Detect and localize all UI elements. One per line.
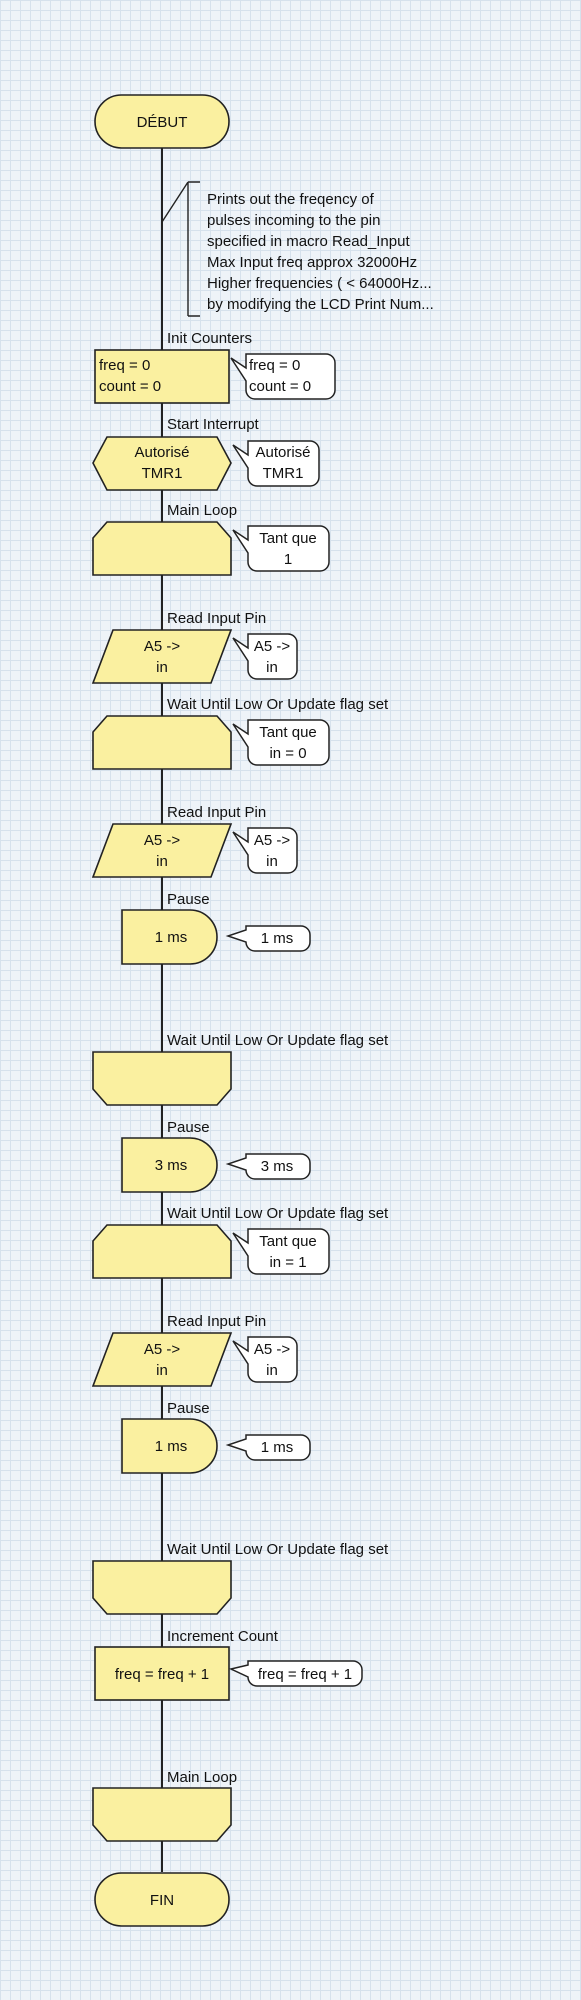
callout-start-interrupt: Autorisé TMR1 xyxy=(232,440,320,487)
input-block[interactable]: A5 -> in xyxy=(91,823,233,878)
comment-line: Max Input freq approx 32000Hz xyxy=(207,254,417,271)
loop-end-block[interactable] xyxy=(92,1051,232,1106)
loop-end-block[interactable] xyxy=(92,1560,232,1615)
step-title-pause: Pause xyxy=(167,1400,210,1417)
callout-line: 1 ms xyxy=(261,930,294,947)
block-line: A5 -> xyxy=(144,638,181,655)
comment-line: Prints out the freqency of xyxy=(207,191,375,208)
input-block[interactable]: A5 -> in xyxy=(91,1332,233,1387)
end-terminal[interactable]: FIN xyxy=(94,1872,230,1927)
callout-pause: 1 ms xyxy=(225,1434,311,1461)
calculation-block-init-counters[interactable]: freq = 0 count = 0 xyxy=(94,349,230,404)
block-line: in xyxy=(156,1362,168,1379)
callout-line: TMR1 xyxy=(263,465,304,482)
program-comment: Prints out the freqency of pulses incomi… xyxy=(161,181,434,317)
block-line: 3 ms xyxy=(155,1157,188,1174)
step-title-pause: Pause xyxy=(167,1119,210,1136)
step-title-read-input-pin: Read Input Pin xyxy=(167,1313,266,1330)
block-line: 1 ms xyxy=(155,1438,188,1455)
block-line: A5 -> xyxy=(144,1341,181,1358)
callout-pause: 3 ms xyxy=(225,1153,311,1180)
loop-end-block[interactable] xyxy=(92,1787,232,1842)
comment-line: Higher frequencies ( < 64000Hz... xyxy=(207,275,432,292)
block-line: in xyxy=(156,853,168,870)
loop-start-block[interactable] xyxy=(92,1224,232,1279)
callout-wait-until-low: Tant que in = 0 xyxy=(232,719,330,766)
block-line: in xyxy=(156,659,168,676)
callout-line: 1 ms xyxy=(261,1439,294,1456)
step-title-increment-count: Increment Count xyxy=(167,1628,279,1645)
callout-line: Tant que xyxy=(259,1233,317,1250)
block-line: freq = 0 xyxy=(99,357,150,374)
callout-line: in xyxy=(266,659,278,676)
callout-line: freq = 0 xyxy=(249,357,300,374)
callout-line: Tant que xyxy=(259,530,317,547)
callout-increment-count: freq = freq + 1 xyxy=(228,1660,363,1687)
delay-block[interactable]: 1 ms xyxy=(121,1418,218,1474)
comment-line: by modifying the LCD Print Num... xyxy=(207,296,434,313)
block-line: Autorisé xyxy=(134,444,189,461)
block-line: A5 -> xyxy=(144,832,181,849)
step-title-wait-until-low: Wait Until Low Or Update flag set xyxy=(167,1032,389,1049)
callout-main-loop: Tant que 1 xyxy=(232,525,330,572)
delay-block[interactable]: 3 ms xyxy=(121,1137,218,1193)
start-terminal[interactable]: DÉBUT xyxy=(94,94,230,149)
callout-wait-until-low: Tant que in = 1 xyxy=(232,1228,330,1275)
delay-block[interactable]: 1 ms xyxy=(121,909,218,965)
block-line: 1 ms xyxy=(155,929,188,946)
block-line: count = 0 xyxy=(99,378,161,395)
step-title-init-counters: Init Counters xyxy=(167,330,252,347)
block-line: TMR1 xyxy=(142,465,183,482)
loop-start-block[interactable] xyxy=(92,715,232,770)
step-title-main-loop: Main Loop xyxy=(167,502,237,519)
callout-line: in = 0 xyxy=(269,745,306,762)
callout-line: freq = freq + 1 xyxy=(258,1666,352,1683)
end-label: FIN xyxy=(150,1892,174,1909)
step-title-main-loop: Main Loop xyxy=(167,1769,237,1786)
callout-read-input-pin: A5 -> in xyxy=(232,827,298,874)
callout-init-counters: freq = 0 count = 0 xyxy=(230,353,336,400)
callout-line: 3 ms xyxy=(261,1158,294,1175)
callout-read-input-pin: A5 -> in xyxy=(232,633,298,680)
step-title-wait-until-low: Wait Until Low Or Update flag set xyxy=(167,696,389,713)
step-title-wait-until-low: Wait Until Low Or Update flag set xyxy=(167,1205,389,1222)
callout-pause: 1 ms xyxy=(225,925,311,952)
step-title-read-input-pin: Read Input Pin xyxy=(167,610,266,627)
callout-line: A5 -> xyxy=(254,638,291,655)
callout-line: in = 1 xyxy=(269,1254,306,1271)
comment-line: specified in macro Read_Input xyxy=(207,233,410,250)
callout-line: in xyxy=(266,853,278,870)
step-title-read-input-pin: Read Input Pin xyxy=(167,804,266,821)
interrupt-block[interactable]: Autorisé TMR1 xyxy=(92,436,232,491)
callout-line: Autorisé xyxy=(255,444,310,461)
input-block[interactable]: A5 -> in xyxy=(91,629,233,684)
loop-start-block[interactable] xyxy=(92,521,232,576)
callout-line: Tant que xyxy=(259,724,317,741)
block-line: freq = freq + 1 xyxy=(115,1666,209,1683)
start-label: DÉBUT xyxy=(137,114,188,131)
comment-line: pulses incoming to the pin xyxy=(207,212,380,229)
callout-line: count = 0 xyxy=(249,378,311,395)
callout-line: in xyxy=(266,1362,278,1379)
callout-line: A5 -> xyxy=(254,1341,291,1358)
step-title-start-interrupt: Start Interrupt xyxy=(167,416,260,433)
callout-line: 1 xyxy=(284,551,292,568)
callout-read-input-pin: A5 -> in xyxy=(232,1336,298,1383)
step-title-pause: Pause xyxy=(167,891,210,908)
calculation-block-increment-count[interactable]: freq = freq + 1 xyxy=(94,1646,230,1701)
callout-line: A5 -> xyxy=(254,832,291,849)
step-title-wait-until-low: Wait Until Low Or Update flag set xyxy=(167,1541,389,1558)
